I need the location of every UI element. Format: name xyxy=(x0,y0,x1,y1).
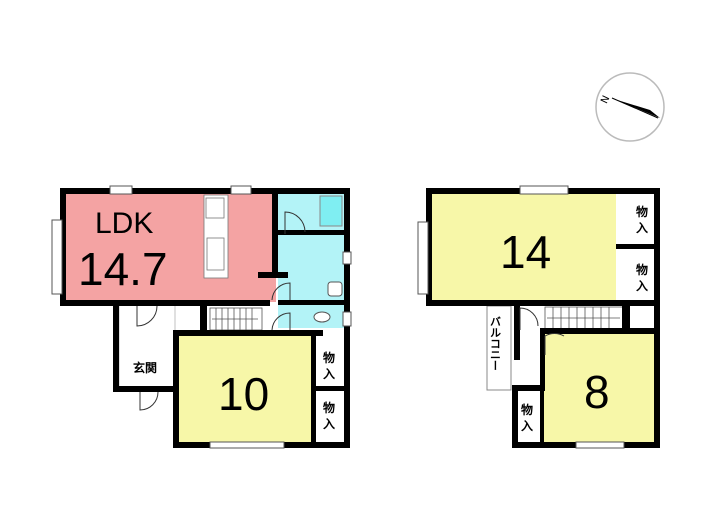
closet xyxy=(316,392,342,444)
closet xyxy=(316,344,342,388)
door-swing xyxy=(544,332,565,355)
window xyxy=(51,219,63,295)
floor-1: LDK 14.7 10 玄関 物 入 物 入 xyxy=(51,185,352,449)
room-14-size: 14 xyxy=(500,226,551,278)
door-swing xyxy=(271,312,291,331)
stairs xyxy=(544,306,624,330)
closet-label: 入 xyxy=(636,221,648,235)
closet-label: 物 xyxy=(323,400,335,415)
window xyxy=(209,441,285,449)
window xyxy=(230,185,252,195)
room-8-area xyxy=(543,334,656,444)
balcony xyxy=(486,305,512,391)
closet-label: 物 xyxy=(636,204,648,219)
door-swing xyxy=(519,307,539,330)
window xyxy=(575,441,625,449)
door-swing xyxy=(136,305,158,327)
room-8-size: 8 xyxy=(584,366,610,418)
entrance-area xyxy=(118,304,176,391)
door-swing xyxy=(271,282,291,301)
closet-label: 入 xyxy=(636,279,648,293)
window xyxy=(342,251,352,265)
stove-icon xyxy=(205,197,225,219)
ldk-area xyxy=(64,192,276,302)
floor-2: 14 8 バルコニー 物 入 物 入 物 入 xyxy=(417,185,660,449)
closet-label: 入 xyxy=(521,419,533,433)
stairs xyxy=(209,307,263,331)
window xyxy=(519,185,569,195)
door-swing xyxy=(139,391,159,411)
closet-label: 物 xyxy=(323,350,335,365)
ldk-label: LDK xyxy=(95,207,153,240)
north-label: N xyxy=(599,94,612,105)
balcony-label: バルコニー xyxy=(489,316,502,371)
window xyxy=(109,185,133,195)
window xyxy=(342,311,352,327)
toilet-icon xyxy=(313,311,331,323)
room-10-size: 10 xyxy=(218,368,269,420)
sink-icon xyxy=(206,237,225,271)
closet-label: 物 xyxy=(521,402,533,417)
door-swing xyxy=(284,211,306,234)
window xyxy=(417,221,429,295)
closet-label: 物 xyxy=(636,262,648,277)
entrance-label: 玄関 xyxy=(133,360,157,375)
closet-label: 入 xyxy=(323,417,335,431)
closet-label: 入 xyxy=(323,367,335,381)
bathtub xyxy=(319,195,343,227)
ldk-size: 14.7 xyxy=(78,243,168,295)
room-14-area xyxy=(430,192,616,302)
room-10-area xyxy=(179,334,313,444)
basin-icon xyxy=(327,281,343,297)
compass: N xyxy=(595,72,665,142)
